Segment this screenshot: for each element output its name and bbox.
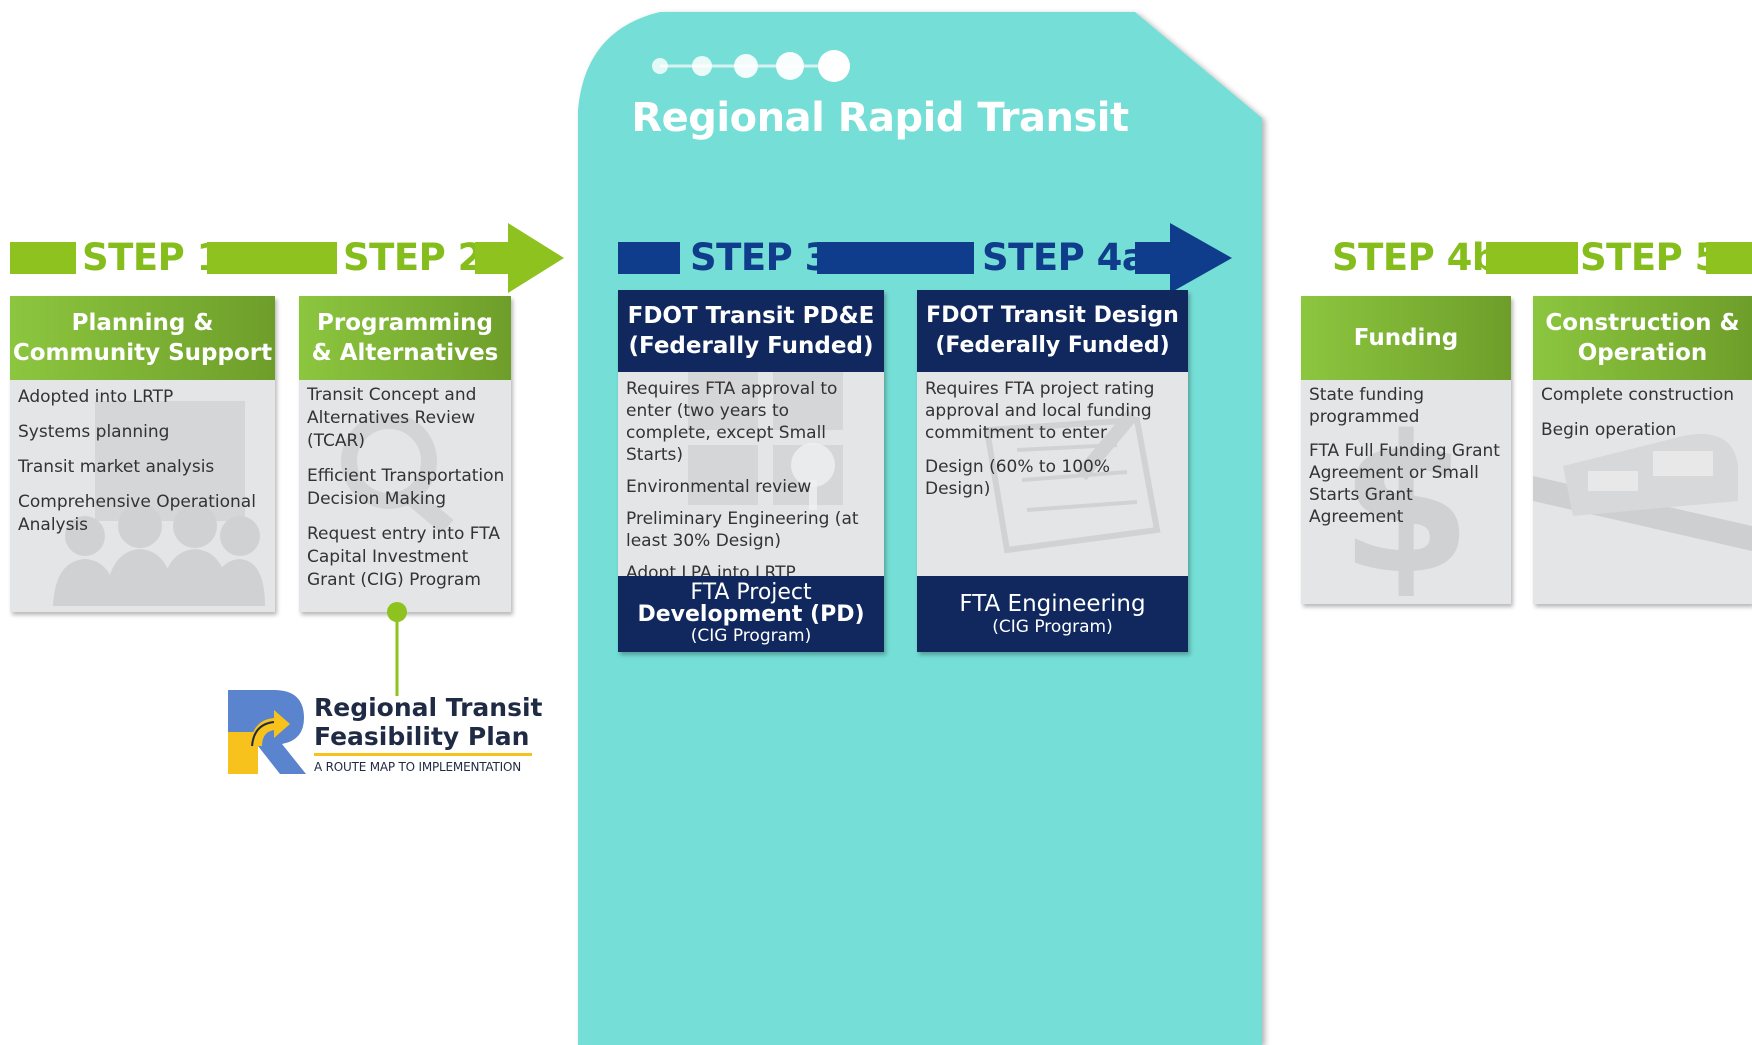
design-title-line-2: (Federally Funded)	[935, 333, 1170, 358]
bar-segment	[618, 242, 680, 274]
funding-title-line-1: Funding	[1353, 325, 1459, 351]
list-item: Requires FTA project rating approval and…	[925, 379, 1155, 443]
construction-card-body: Complete construction Begin operation	[1541, 384, 1746, 454]
list-item: Transit Concept and Alternatives Review …	[307, 385, 477, 451]
list-item: Efficient Transportation Decision Making	[307, 466, 505, 509]
funding-card: $ Funding State funding programmed FTA F…	[1301, 296, 1511, 604]
planning-card-header: Planning & Community Support	[10, 296, 275, 380]
bar-segment	[1486, 242, 1578, 274]
connector-line	[387, 602, 407, 696]
step-4b-label: STEP 4b	[1332, 236, 1498, 279]
planning-title-line-2: Community Support	[12, 340, 273, 366]
pde-title-line-1: FDOT Transit PD&E	[627, 303, 875, 329]
pde-card-header: FDOT Transit PD&E (Federally Funded)	[618, 290, 884, 372]
arrow-right-icon	[1170, 223, 1232, 293]
list-item: Comprehensive Operational Analysis	[18, 492, 256, 535]
step-1-label: STEP 1	[82, 236, 222, 279]
diagram-title: Regional Rapid Transit	[631, 95, 1129, 141]
logo-tagline: A ROUTE MAP TO IMPLEMENTATION	[314, 760, 521, 774]
step-3-label: STEP 3	[690, 236, 830, 279]
list-item: Design (60% to 100% Design)	[925, 457, 1110, 499]
construction-title-line-2: Operation	[1577, 340, 1708, 366]
bar-segment	[817, 242, 974, 274]
list-item: Transit market analysis	[18, 457, 215, 477]
list-item: FTA Full Funding Grant Agreement or Smal…	[1309, 441, 1500, 527]
design-card-body: Requires FTA project rating approval and…	[925, 378, 1182, 512]
design-footer-line-1: FTA Engineering	[959, 591, 1146, 617]
design-title-line-1: FDOT Transit Design	[926, 303, 1179, 328]
pde-footer-line-1: FTA Project	[690, 580, 812, 605]
planning-card: Planning & Community Support Adopted int…	[10, 296, 275, 612]
list-item: Complete construction	[1541, 385, 1735, 405]
bar-segment	[10, 242, 76, 274]
step-4a-label: STEP 4a	[982, 236, 1147, 279]
bar-segment	[1706, 242, 1752, 274]
pde-card-footer: FTA Project Development (PD) (CIG Progra…	[618, 576, 884, 652]
list-item: Environmental review	[626, 477, 812, 497]
construction-card-header: Construction & Operation	[1533, 296, 1752, 380]
r-logo-icon	[228, 690, 306, 774]
programming-card: Programming & Alternatives Transit Conce…	[299, 296, 511, 612]
design-card: FDOT Transit Design (Federally Funded) R…	[917, 290, 1188, 652]
pde-card-body: Requires FTA approval to enter (two year…	[626, 378, 878, 594]
bar-segment	[1135, 242, 1173, 274]
progress-dots-icon	[652, 50, 850, 82]
programming-card-body: Transit Concept and Alternatives Review …	[307, 384, 505, 604]
list-item: Preliminary Engineering (at least 30% De…	[626, 509, 859, 551]
list-item: Requires FTA approval to enter (two year…	[626, 379, 838, 465]
design-card-header: FDOT Transit Design (Federally Funded)	[917, 290, 1188, 372]
design-footer-sub: (CIG Program)	[992, 617, 1113, 637]
planning-card-body: Adopted into LRTP Systems planning Trans…	[18, 386, 269, 549]
planning-title-line-1: Planning &	[71, 310, 214, 336]
pde-card: FDOT Transit PD&E (Federally Funded) Req…	[618, 290, 884, 652]
programming-title-line-1: Programming	[317, 310, 493, 336]
funding-card-body: State funding programmed FTA Full Fundin…	[1309, 384, 1505, 540]
pde-title-line-2: (Federally Funded)	[628, 333, 874, 359]
funding-card-header: Funding	[1301, 296, 1511, 380]
step-2-label: STEP 2	[343, 236, 483, 279]
list-item: Adopted into LRTP	[18, 387, 174, 407]
list-item: Systems planning	[18, 422, 170, 442]
logo-title-line-1: Regional Transit	[314, 693, 543, 722]
list-item: Request entry into FTA Capital Investmen…	[307, 524, 500, 590]
logo-title-line-2: Feasibility Plan	[314, 722, 530, 751]
step-5-label: STEP 5	[1580, 236, 1720, 279]
programming-card-header: Programming & Alternatives	[299, 296, 511, 380]
list-item: State funding programmed	[1309, 385, 1425, 427]
arrow-right-icon	[508, 223, 564, 293]
design-card-footer: FTA Engineering (CIG Program)	[917, 576, 1188, 652]
pde-footer-line-2: Development (PD)	[637, 602, 865, 627]
construction-card: Construction & Operation Complete constr…	[1533, 296, 1752, 604]
construction-title-line-1: Construction &	[1545, 310, 1740, 336]
logo-underline	[314, 753, 532, 756]
bar-segment	[207, 242, 337, 274]
programming-title-line-2: & Alternatives	[311, 340, 499, 366]
bar-segment	[475, 242, 510, 274]
list-item: Begin operation	[1541, 420, 1677, 440]
pde-footer-sub: (CIG Program)	[690, 626, 812, 646]
